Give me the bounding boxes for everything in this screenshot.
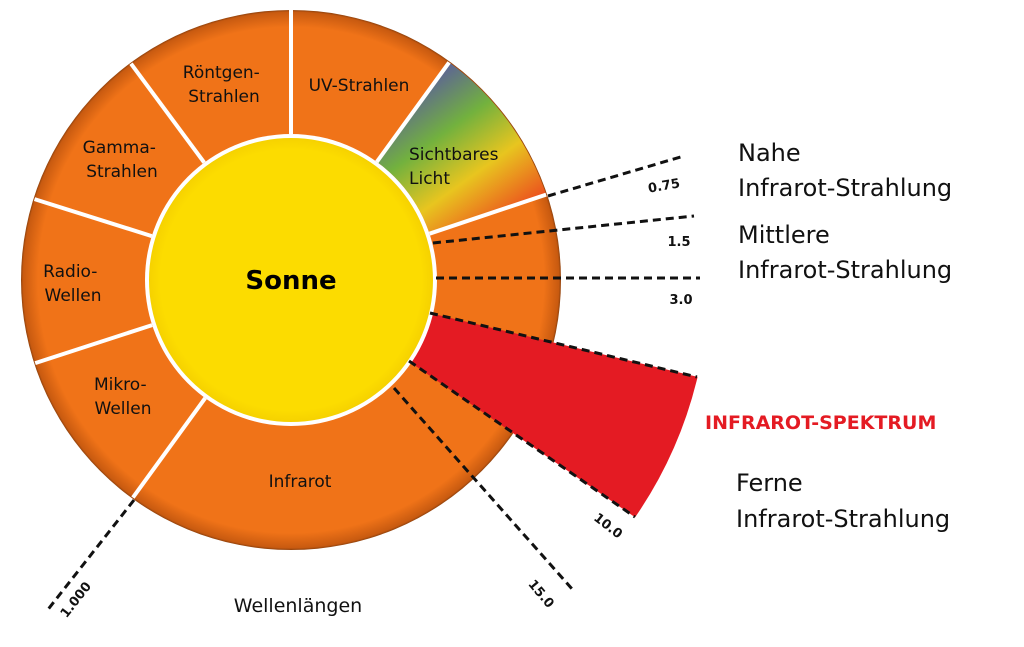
tick-label-10-0: 10.0: [590, 511, 625, 543]
sun-fill: [149, 138, 433, 422]
segment-dividers: [33, 10, 547, 499]
tick-label-0-75: 0.75: [647, 176, 681, 196]
segment-label-uv: UV-Strahlen: [309, 76, 410, 96]
sun-label: Sonne: [245, 266, 336, 296]
segment-label-roentgen: Röntgen- Strahlen: [183, 63, 265, 107]
near-infrared-label: Nahe Infrarot-Strahlung: [738, 139, 952, 202]
segment-label-infrarot: Infrarot: [269, 472, 332, 492]
segment-label-mikro: Mikro- Wellen: [94, 375, 152, 419]
wavelength-lines: [44, 154, 700, 613]
tick-label-3-0: 3.0: [669, 293, 692, 308]
segment-label-gamma: Gamma- Strahlen: [83, 138, 162, 182]
infrared-spectrum-title: INFRAROT-SPEKTRUM: [705, 412, 936, 434]
tick-label-15-0: 15.0: [525, 577, 557, 611]
tick-label-1-5: 1.5: [667, 235, 690, 250]
wavelengths-label: Wellenlängen: [234, 595, 362, 617]
segment-label-visible-light: Sichtbares Licht: [409, 145, 504, 189]
far-infrared-label: Ferne Infrarot-Strahlung: [736, 469, 950, 533]
tick-label-1-000: 1.000: [58, 579, 95, 621]
infrared-spectrum-wedge: [408, 313, 698, 518]
mid-infrared-label: Mittlere Infrarot-Strahlung: [738, 221, 952, 284]
segment-label-radio: Radio- Wellen: [43, 262, 103, 306]
